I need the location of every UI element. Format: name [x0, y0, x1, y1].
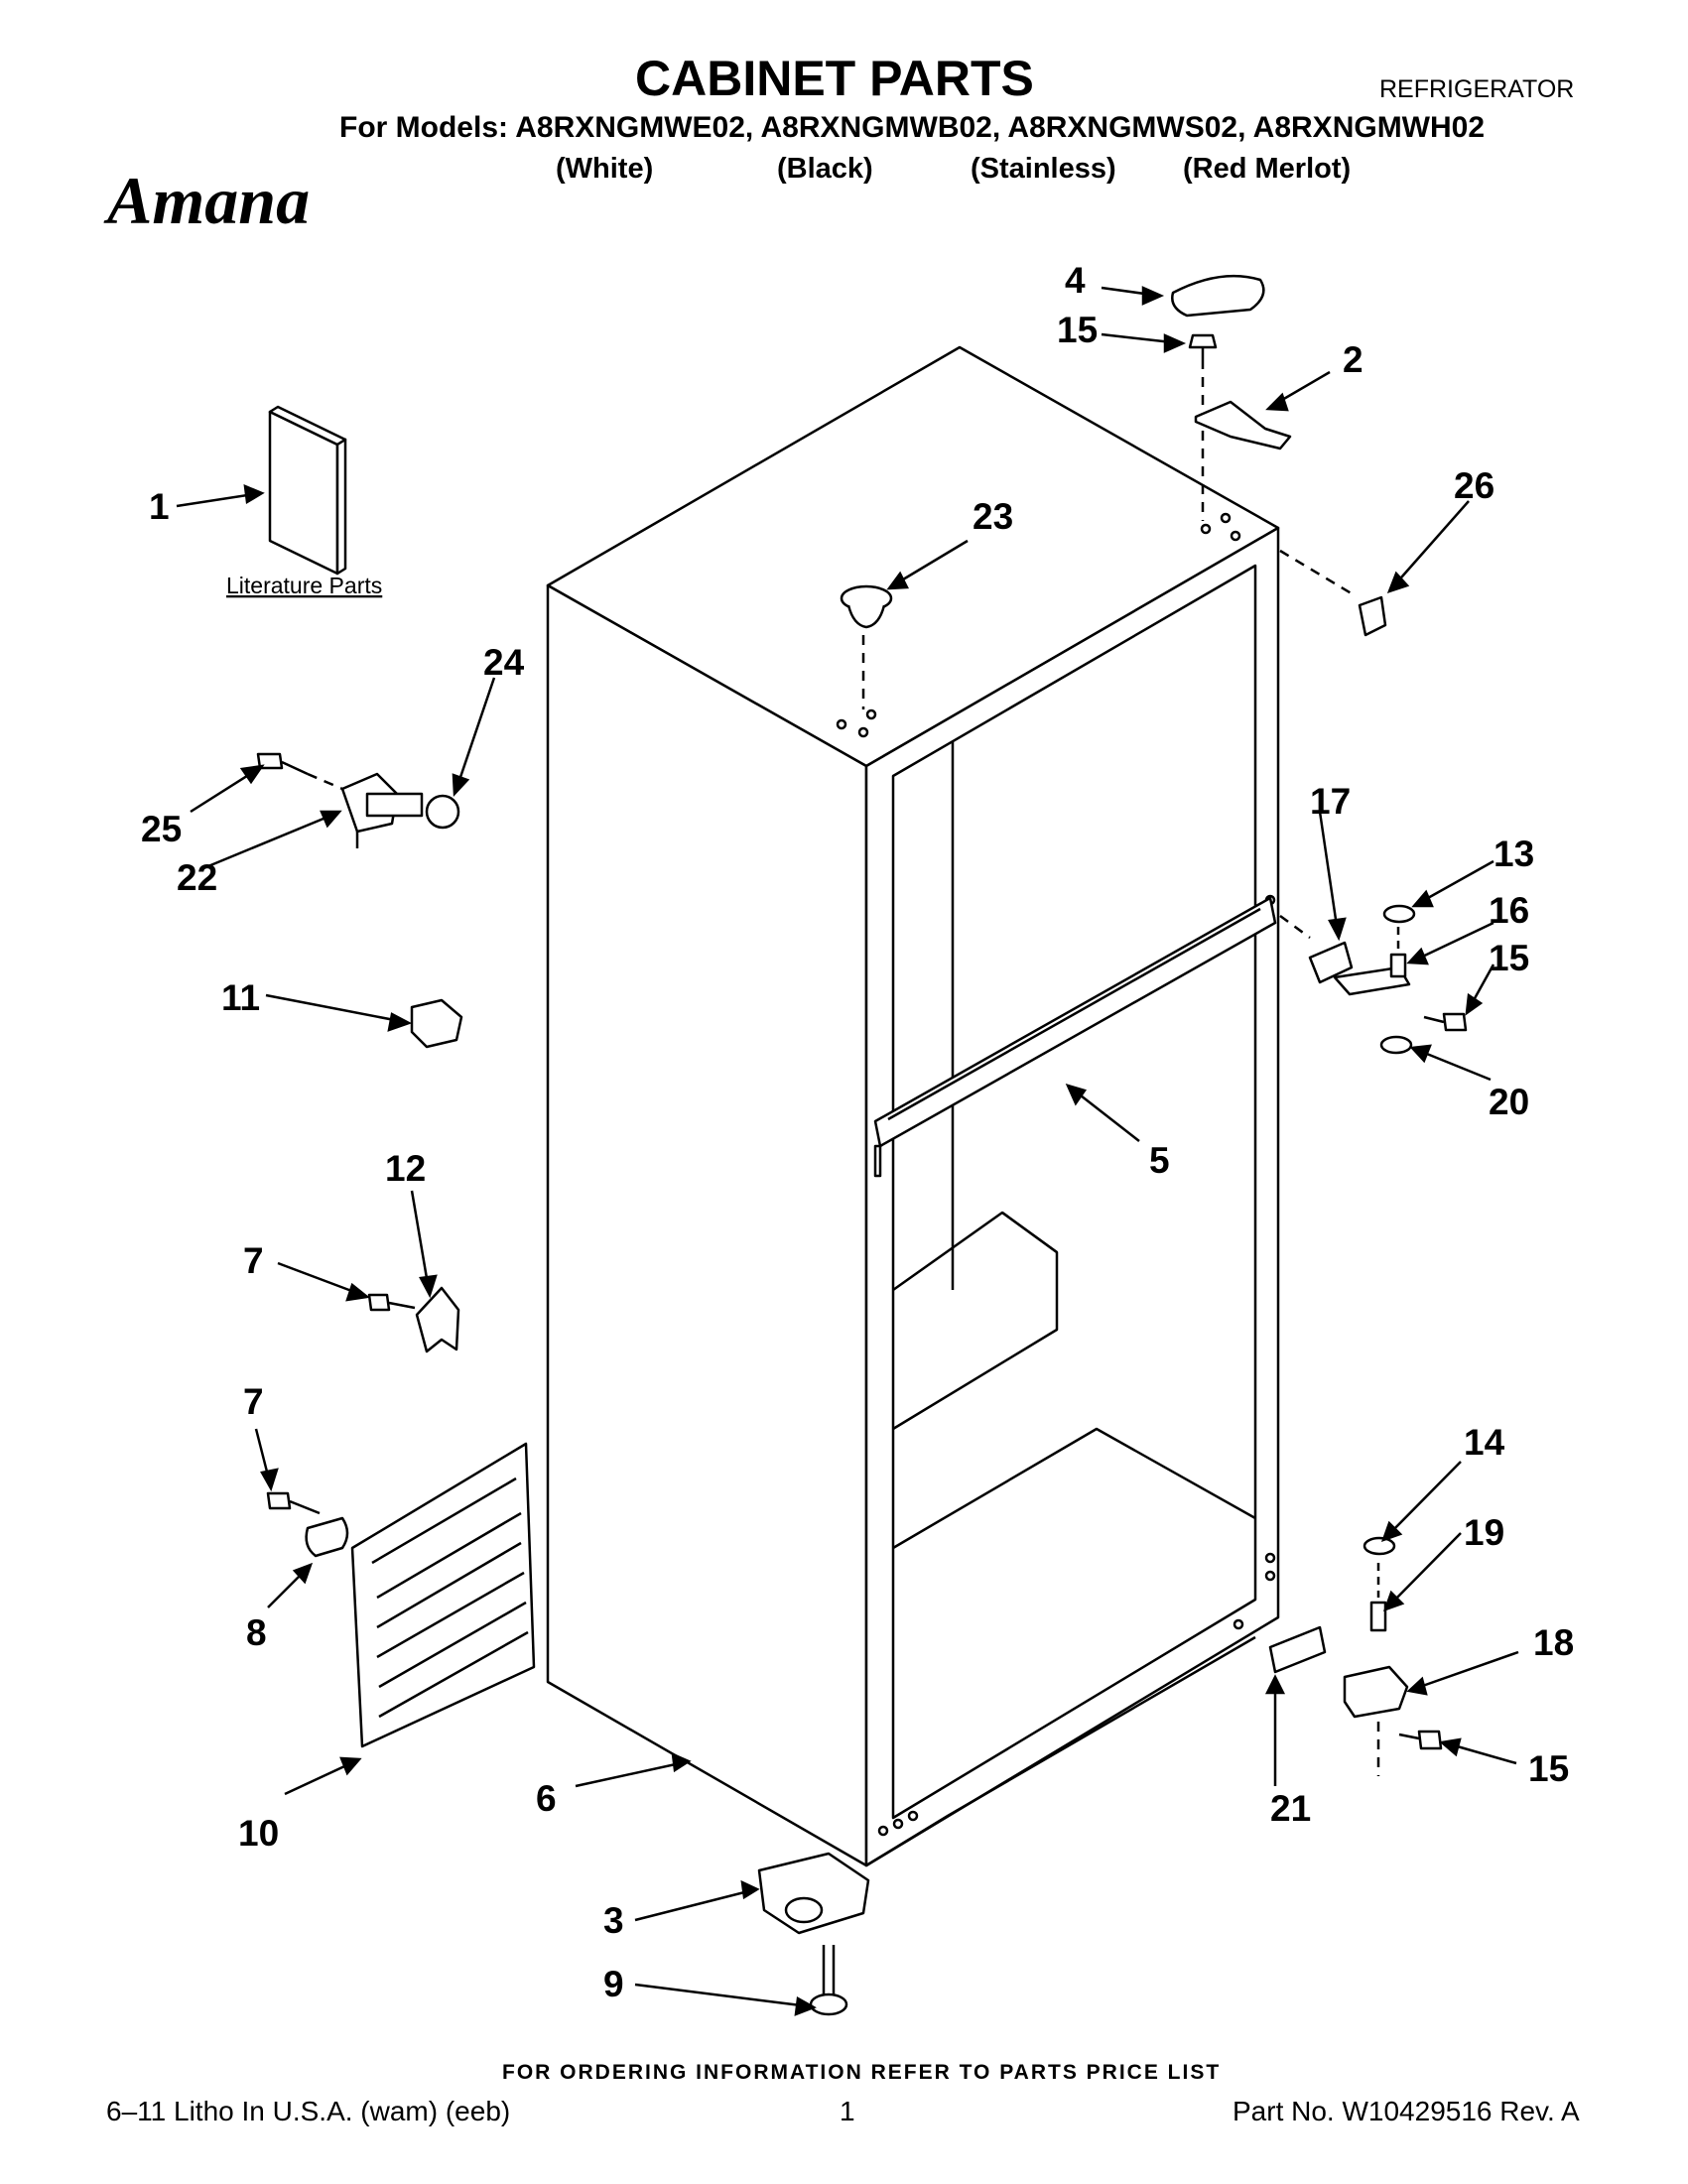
callout-18: 18: [1533, 1622, 1574, 1663]
variant-white: (White): [556, 153, 654, 185]
callout-6: 6: [536, 1778, 557, 1819]
callout-14: 14: [1464, 1422, 1505, 1463]
callout-10: 10: [238, 1813, 279, 1854]
page-number: 1: [840, 2096, 855, 2126]
callout-1: 1: [149, 486, 170, 527]
callout-7-upper: 7: [243, 1240, 264, 1281]
variant-stainless: (Stainless): [971, 153, 1116, 185]
callout-21: 21: [1270, 1788, 1311, 1829]
part-10-access-panel: [350, 1442, 536, 1748]
part-2-top-hinge: [1194, 400, 1292, 450]
variant-black: (Black): [777, 153, 873, 185]
callout-15-top: 15: [1057, 310, 1098, 350]
cabinet-shell: [546, 345, 1280, 1867]
callout-13: 13: [1493, 834, 1534, 874]
callout-26: 26: [1454, 465, 1494, 506]
part-20-washer: [1379, 1035, 1413, 1055]
part-15-screw-bottom: [1398, 1730, 1443, 1750]
callout-3: 3: [603, 1900, 624, 1941]
callout-22: 22: [177, 857, 217, 898]
callout-5: 5: [1149, 1140, 1170, 1181]
part-18-bottom-hinge: [1343, 1665, 1409, 1719]
variant-red-merlot: (Red Merlot): [1183, 153, 1352, 185]
part-11-clip: [410, 998, 463, 1049]
part-21-shim: [1268, 1625, 1327, 1674]
part-19-hinge-pin: [1369, 1563, 1387, 1632]
callout-4: 4: [1065, 260, 1086, 301]
callout-8: 8: [246, 1612, 267, 1653]
part-24-washer: [425, 794, 460, 830]
callout-11: 11: [221, 977, 260, 1018]
part-15-screw-top: [1188, 333, 1218, 521]
callout-24: 24: [483, 642, 525, 683]
part-5-divider-rail: [873, 896, 1277, 1178]
part-9-leveling-leg: [809, 1945, 848, 2016]
part-number: Part No. W10429516 Rev. A: [1233, 2096, 1580, 2126]
page-title: CABINET PARTS: [635, 51, 1034, 106]
callout-15-bottom: 15: [1528, 1748, 1569, 1789]
part-23-plug: [840, 584, 893, 709]
callout-25: 25: [141, 809, 182, 849]
callout-17: 17: [1310, 781, 1351, 822]
callout-16: 16: [1489, 890, 1529, 931]
brand-logo: Amana: [103, 163, 310, 238]
callout-20: 20: [1489, 1082, 1529, 1122]
part-15-screw-mid: [1423, 1012, 1468, 1032]
part-7-screw-lower: [266, 1491, 321, 1515]
part-3-roller-assembly: [757, 1852, 870, 1935]
leader-lines: [176, 286, 1519, 2016]
callout-15-mid: 15: [1489, 938, 1529, 978]
part-13-washer: [1382, 904, 1416, 924]
callout-7-lower: 7: [243, 1381, 264, 1422]
part-14-washer: [1363, 1536, 1396, 1556]
callout-9: 9: [603, 1964, 624, 2004]
part-25-screw: [256, 752, 343, 791]
part-12-bracket: [415, 1286, 460, 1353]
callout-19: 19: [1464, 1512, 1504, 1553]
callout-23: 23: [973, 496, 1013, 537]
part-16-hinge-pin: [1389, 927, 1407, 978]
literature-parts-label: Literature Parts: [226, 573, 382, 598]
part-26-bumper: [1358, 595, 1387, 637]
part-1-literature: [268, 405, 347, 576]
part-4-hinge-cover: [1171, 274, 1265, 318]
part-7-screw-upper: [367, 1293, 416, 1312]
part-8-clamp: [305, 1516, 349, 1558]
models-line: For Models: A8RXNGMWE02, A8RXNGMWB02, A8…: [339, 111, 1486, 144]
callout-numbers: 4 15 2 26 1 23 24 25 22 17 13 16 15 20 1…: [141, 260, 1574, 2004]
callout-2: 2: [1343, 339, 1363, 380]
litho-info: 6–11 Litho In U.S.A. (wam) (eeb): [106, 2096, 511, 2126]
part-22-bracket: [340, 772, 424, 848]
ordering-info-note: FOR ORDERING INFORMATION REFER TO PARTS …: [502, 2061, 1222, 2084]
callout-12: 12: [385, 1148, 426, 1189]
appliance-category: REFRIGERATOR: [1379, 75, 1575, 103]
